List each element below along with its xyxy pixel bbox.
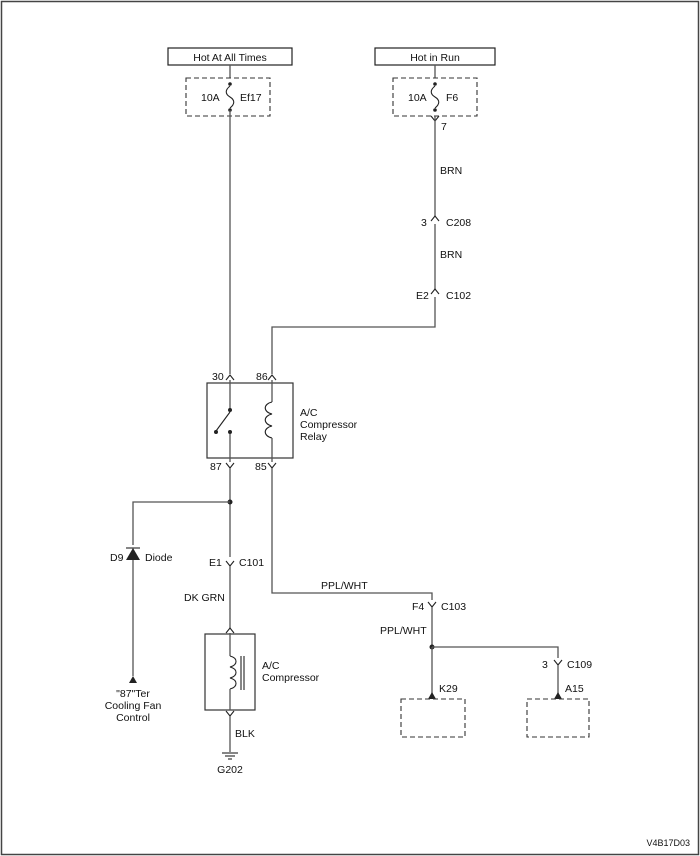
relay-switch-contact-bottom [228,430,232,434]
fuse-f6-name: F6 [446,92,458,104]
wire-c102-to-relay-86 [271,297,436,374]
k29-terminal-icon [428,692,436,699]
wire-label-ppl-wht-1: PPL/WHT [321,580,368,592]
relay-coil-icon [264,401,273,439]
relay-box [206,382,294,459]
fuse-block-ef17 [185,77,271,117]
relay-switch-contact-top [228,408,232,412]
connector-c109-pin: 3 [542,659,548,671]
relay-pin-85-label: 85 [255,461,267,473]
figure-code: V4B17D03 [646,838,690,848]
fan-control-terminal-icon [129,676,137,683]
relay-label-line-3: Relay [300,431,328,443]
connector-c109-name: C109 [567,659,592,671]
a15-terminal-icon [554,692,562,699]
diode-name: Diode [145,552,173,564]
relay-label-line-2: Compressor [300,419,358,431]
fuse-f6-terminal-bottom [433,108,437,112]
module-a15-box [526,698,590,738]
diode-ref: D9 [110,552,124,564]
relay-pin-87-connector [225,462,235,469]
connector-c101-pin: E1 [209,557,222,569]
fuse-f6-element [430,85,440,109]
fan-control-line-1: "87"Ter [116,688,150,700]
module-k29-label: K29 [439,683,458,695]
relay-switch-blade [215,411,231,432]
hot-in-run-label: Hot in Run [410,52,460,64]
relay-pin-86-connector [267,374,277,381]
hot-at-all-times-label: Hot At All Times [193,52,267,64]
ground-label: G202 [217,764,243,776]
fuse-f6-terminal-top [433,82,437,86]
wire-label-ppl-wht-2: PPL/WHT [380,625,427,637]
wire-relay-85-to-c103 [271,468,433,600]
connector-c101-name: C101 [239,557,264,569]
connector-c103-pin: F4 [412,601,424,613]
connector-c208-symbol [430,215,440,222]
compressor-label-line-2: Compressor [262,672,320,684]
module-k29-box [400,698,466,738]
fuse-ef17-name: Ef17 [240,92,262,104]
relay-pin-30-connector [225,374,235,381]
fuse-ef17-rating: 10A [201,92,220,104]
wire-label-brn-2: BRN [440,249,462,261]
fuse-f6-pin: 7 [441,121,447,133]
connector-c109-symbol [553,659,563,666]
compressor-coil-icon [229,655,237,690]
connector-c101-symbol [225,560,235,567]
module-a15-label: A15 [565,683,584,695]
wire-to-c109 [432,646,559,658]
compressor-label-line-1: A/C [262,660,280,672]
connector-c103-symbol [427,601,437,608]
connector-c102-symbol [430,288,440,295]
connector-c208-pin: 3 [421,217,427,229]
relay-pin-30-label: 30 [212,371,224,383]
diode-icon [126,548,140,560]
wire-label-brn-1: BRN [440,165,462,177]
ground-icon [222,752,238,760]
connector-c208-name: C208 [446,217,471,229]
relay-pin-87-label: 87 [210,461,222,473]
wire-label-dk-grn: DK GRN [184,592,225,604]
connector-c103-name: C103 [441,601,466,613]
fan-control-line-2: Cooling Fan [105,700,162,712]
relay-pin-85-connector [267,462,277,469]
wire-label-blk: BLK [235,728,255,740]
fuse-ef17-element [225,85,235,109]
fuse-ef17-terminal-top [228,82,232,86]
fan-control-line-3: Control [116,712,150,724]
connector-c102-pin: E2 [416,290,429,302]
relay-label-line-1: A/C [300,407,318,419]
relay-pin-86-label: 86 [256,371,268,383]
fuse-f6-rating: 10A [408,92,427,104]
relay-switch-pivot [214,430,218,434]
connector-c102-name: C102 [446,290,471,302]
compressor-bottom-connector [225,710,235,717]
compressor-top-connector [225,627,235,634]
wire-to-diode [132,501,230,545]
